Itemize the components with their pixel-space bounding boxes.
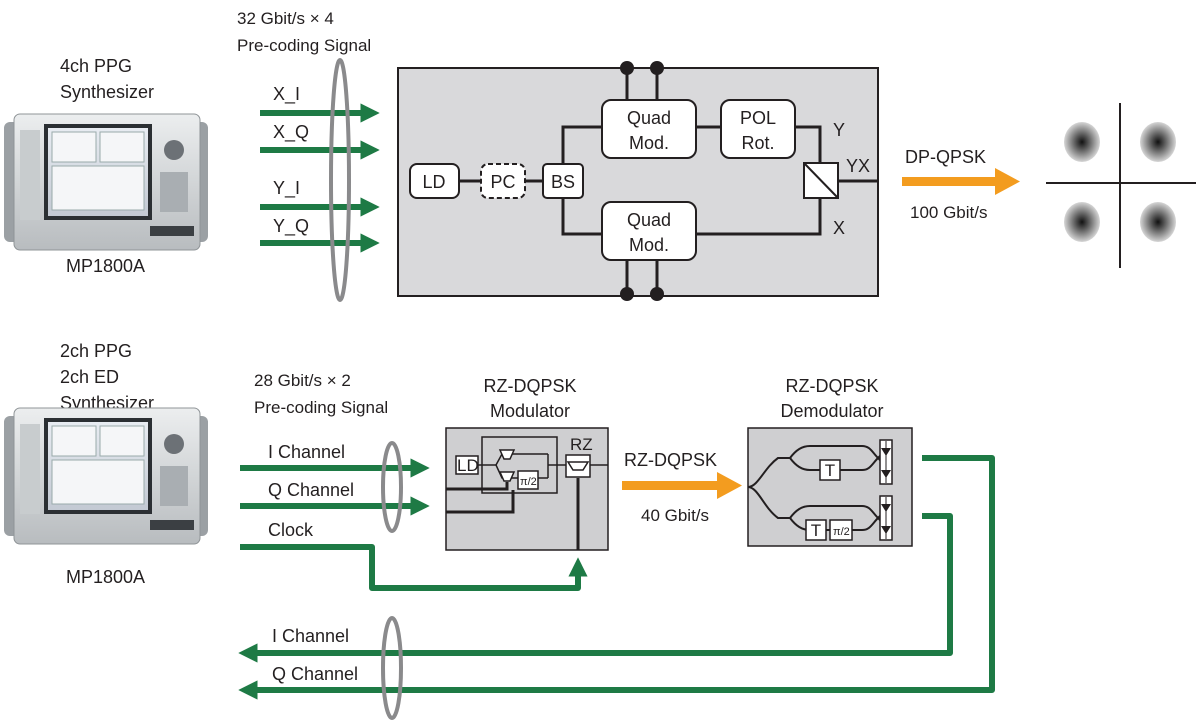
input-label-clock: Clock	[268, 520, 314, 540]
channel-label-y-q: Y_Q	[273, 216, 309, 237]
electrode-dot	[650, 287, 664, 301]
channel-label-x-q: X_Q	[273, 122, 309, 143]
return-label-i-channel: I Channel	[272, 626, 349, 646]
port-label-yx: YX	[846, 156, 870, 176]
quad-modulator-upper-label-2: Mod.	[629, 133, 669, 153]
constellation-point	[1064, 202, 1100, 242]
bottom-instrument-caption-2: 2ch ED	[60, 367, 119, 387]
demod-phase-label: π/2	[833, 526, 850, 538]
bundle-ring-top	[331, 60, 349, 300]
bottom-instrument-caption-1: 2ch PPG	[60, 341, 132, 361]
quad-modulator-lower-label-1: Quad	[627, 210, 671, 230]
modulator-title-1: RZ-DQPSK	[483, 376, 576, 396]
modulator-phase-label: π/2	[520, 476, 537, 488]
bottom-instrument-model: MP1800A	[66, 567, 145, 587]
input-label-i-channel: I Channel	[268, 442, 345, 462]
quad-modulator-lower-label-2: Mod.	[629, 235, 669, 255]
channel-label-x-i: X_I	[273, 84, 300, 105]
arrow-clock-in	[240, 547, 578, 588]
output-rate-label: 100 Gbit/s	[910, 203, 988, 222]
mp1800a-instrument-top	[4, 114, 208, 250]
bottom-rate-caption-2: Pre-coding Signal	[254, 398, 388, 417]
mp1800a-instrument-bottom	[4, 408, 208, 544]
beam-splitter-label: BS	[551, 172, 575, 192]
top-instrument-model: MP1800A	[66, 256, 145, 276]
port-label-y: Y	[833, 120, 845, 140]
constellation-point	[1140, 202, 1176, 242]
qpsk-constellation	[1046, 103, 1196, 268]
top-system: 4ch PPG Synthesizer MP1800A 32 Gbit/s × …	[4, 9, 1196, 301]
bundle-ring-input	[383, 443, 401, 531]
return-label-q-channel: Q Channel	[272, 664, 358, 684]
output-arrow-dp-qpsk	[902, 168, 1020, 195]
input-label-q-channel: Q Channel	[268, 480, 354, 500]
delay-label-lower: T	[811, 521, 821, 540]
port-label-x: X	[833, 218, 845, 238]
electrode-dot	[650, 61, 664, 75]
bottom-rate-caption-1: 28 Gbit/s × 2	[254, 371, 351, 390]
polarization-beam-combiner	[804, 163, 838, 198]
link-arrow-rz-dqpsk	[622, 472, 742, 499]
modulator-rz-label: RZ	[570, 435, 593, 454]
link-format-label: RZ-DQPSK	[624, 450, 717, 470]
channel-label-y-i: Y_I	[273, 178, 300, 199]
constellation-point	[1064, 122, 1100, 162]
top-instrument-caption-1: 4ch PPG	[60, 56, 132, 76]
laser-diode-label: LD	[422, 172, 445, 192]
delay-label-upper: T	[825, 461, 835, 480]
quad-modulator-upper-label-1: Quad	[627, 108, 671, 128]
polarization-controller-label: PC	[490, 172, 515, 192]
electrode-dot	[620, 287, 634, 301]
polarization-rotator-label-1: POL	[740, 108, 776, 128]
bottom-system: 2ch PPG 2ch ED Synthesizer MP1800A 28 Gb…	[4, 341, 992, 718]
polarization-rotator-label-2: Rot.	[741, 133, 774, 153]
top-instrument-caption-2: Synthesizer	[60, 82, 154, 102]
demodulator-title-1: RZ-DQPSK	[785, 376, 878, 396]
demodulator-title-2: Demodulator	[780, 401, 883, 421]
bundle-ring-return	[383, 618, 401, 718]
electrode-dot	[620, 61, 634, 75]
output-format-label: DP-QPSK	[905, 147, 986, 167]
modulator-title-2: Modulator	[490, 401, 570, 421]
link-rate-label: 40 Gbit/s	[641, 506, 709, 525]
top-rate-caption-1: 32 Gbit/s × 4	[237, 9, 334, 28]
top-rate-caption-2: Pre-coding Signal	[237, 36, 371, 55]
constellation-point	[1140, 122, 1176, 162]
modulator-ld-label: LD	[457, 456, 479, 475]
